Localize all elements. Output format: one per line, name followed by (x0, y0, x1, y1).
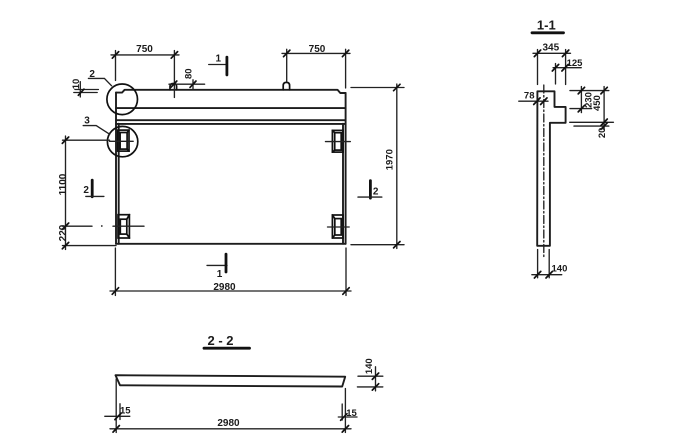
svg-text:2: 2 (83, 185, 89, 196)
svg-text:140: 140 (552, 264, 568, 275)
svg-text:78: 78 (524, 91, 535, 102)
svg-text:750: 750 (309, 44, 326, 55)
svg-text:80: 80 (184, 68, 195, 79)
svg-text:20: 20 (597, 128, 608, 139)
svg-text:230: 230 (583, 92, 594, 108)
svg-text:1: 1 (216, 53, 222, 64)
svg-text:220: 220 (58, 224, 69, 241)
svg-text:125: 125 (567, 58, 584, 69)
svg-text:1970: 1970 (385, 149, 396, 170)
svg-text:1100: 1100 (58, 173, 69, 195)
svg-text:3: 3 (84, 116, 90, 127)
svg-text:15: 15 (346, 408, 357, 419)
svg-text:450: 450 (592, 95, 603, 111)
svg-text:2 - 2: 2 - 2 (207, 333, 233, 348)
svg-text:750: 750 (136, 44, 153, 55)
svg-text:2: 2 (89, 69, 95, 80)
svg-text:1-1: 1-1 (537, 17, 556, 32)
svg-text:10: 10 (71, 79, 82, 90)
svg-text:15: 15 (120, 406, 131, 417)
svg-text:2980: 2980 (213, 282, 236, 293)
svg-text:2: 2 (373, 187, 379, 198)
svg-text:1: 1 (217, 269, 223, 280)
svg-text:345: 345 (542, 43, 559, 54)
svg-text:140: 140 (364, 358, 375, 374)
svg-text:2980: 2980 (217, 418, 240, 429)
